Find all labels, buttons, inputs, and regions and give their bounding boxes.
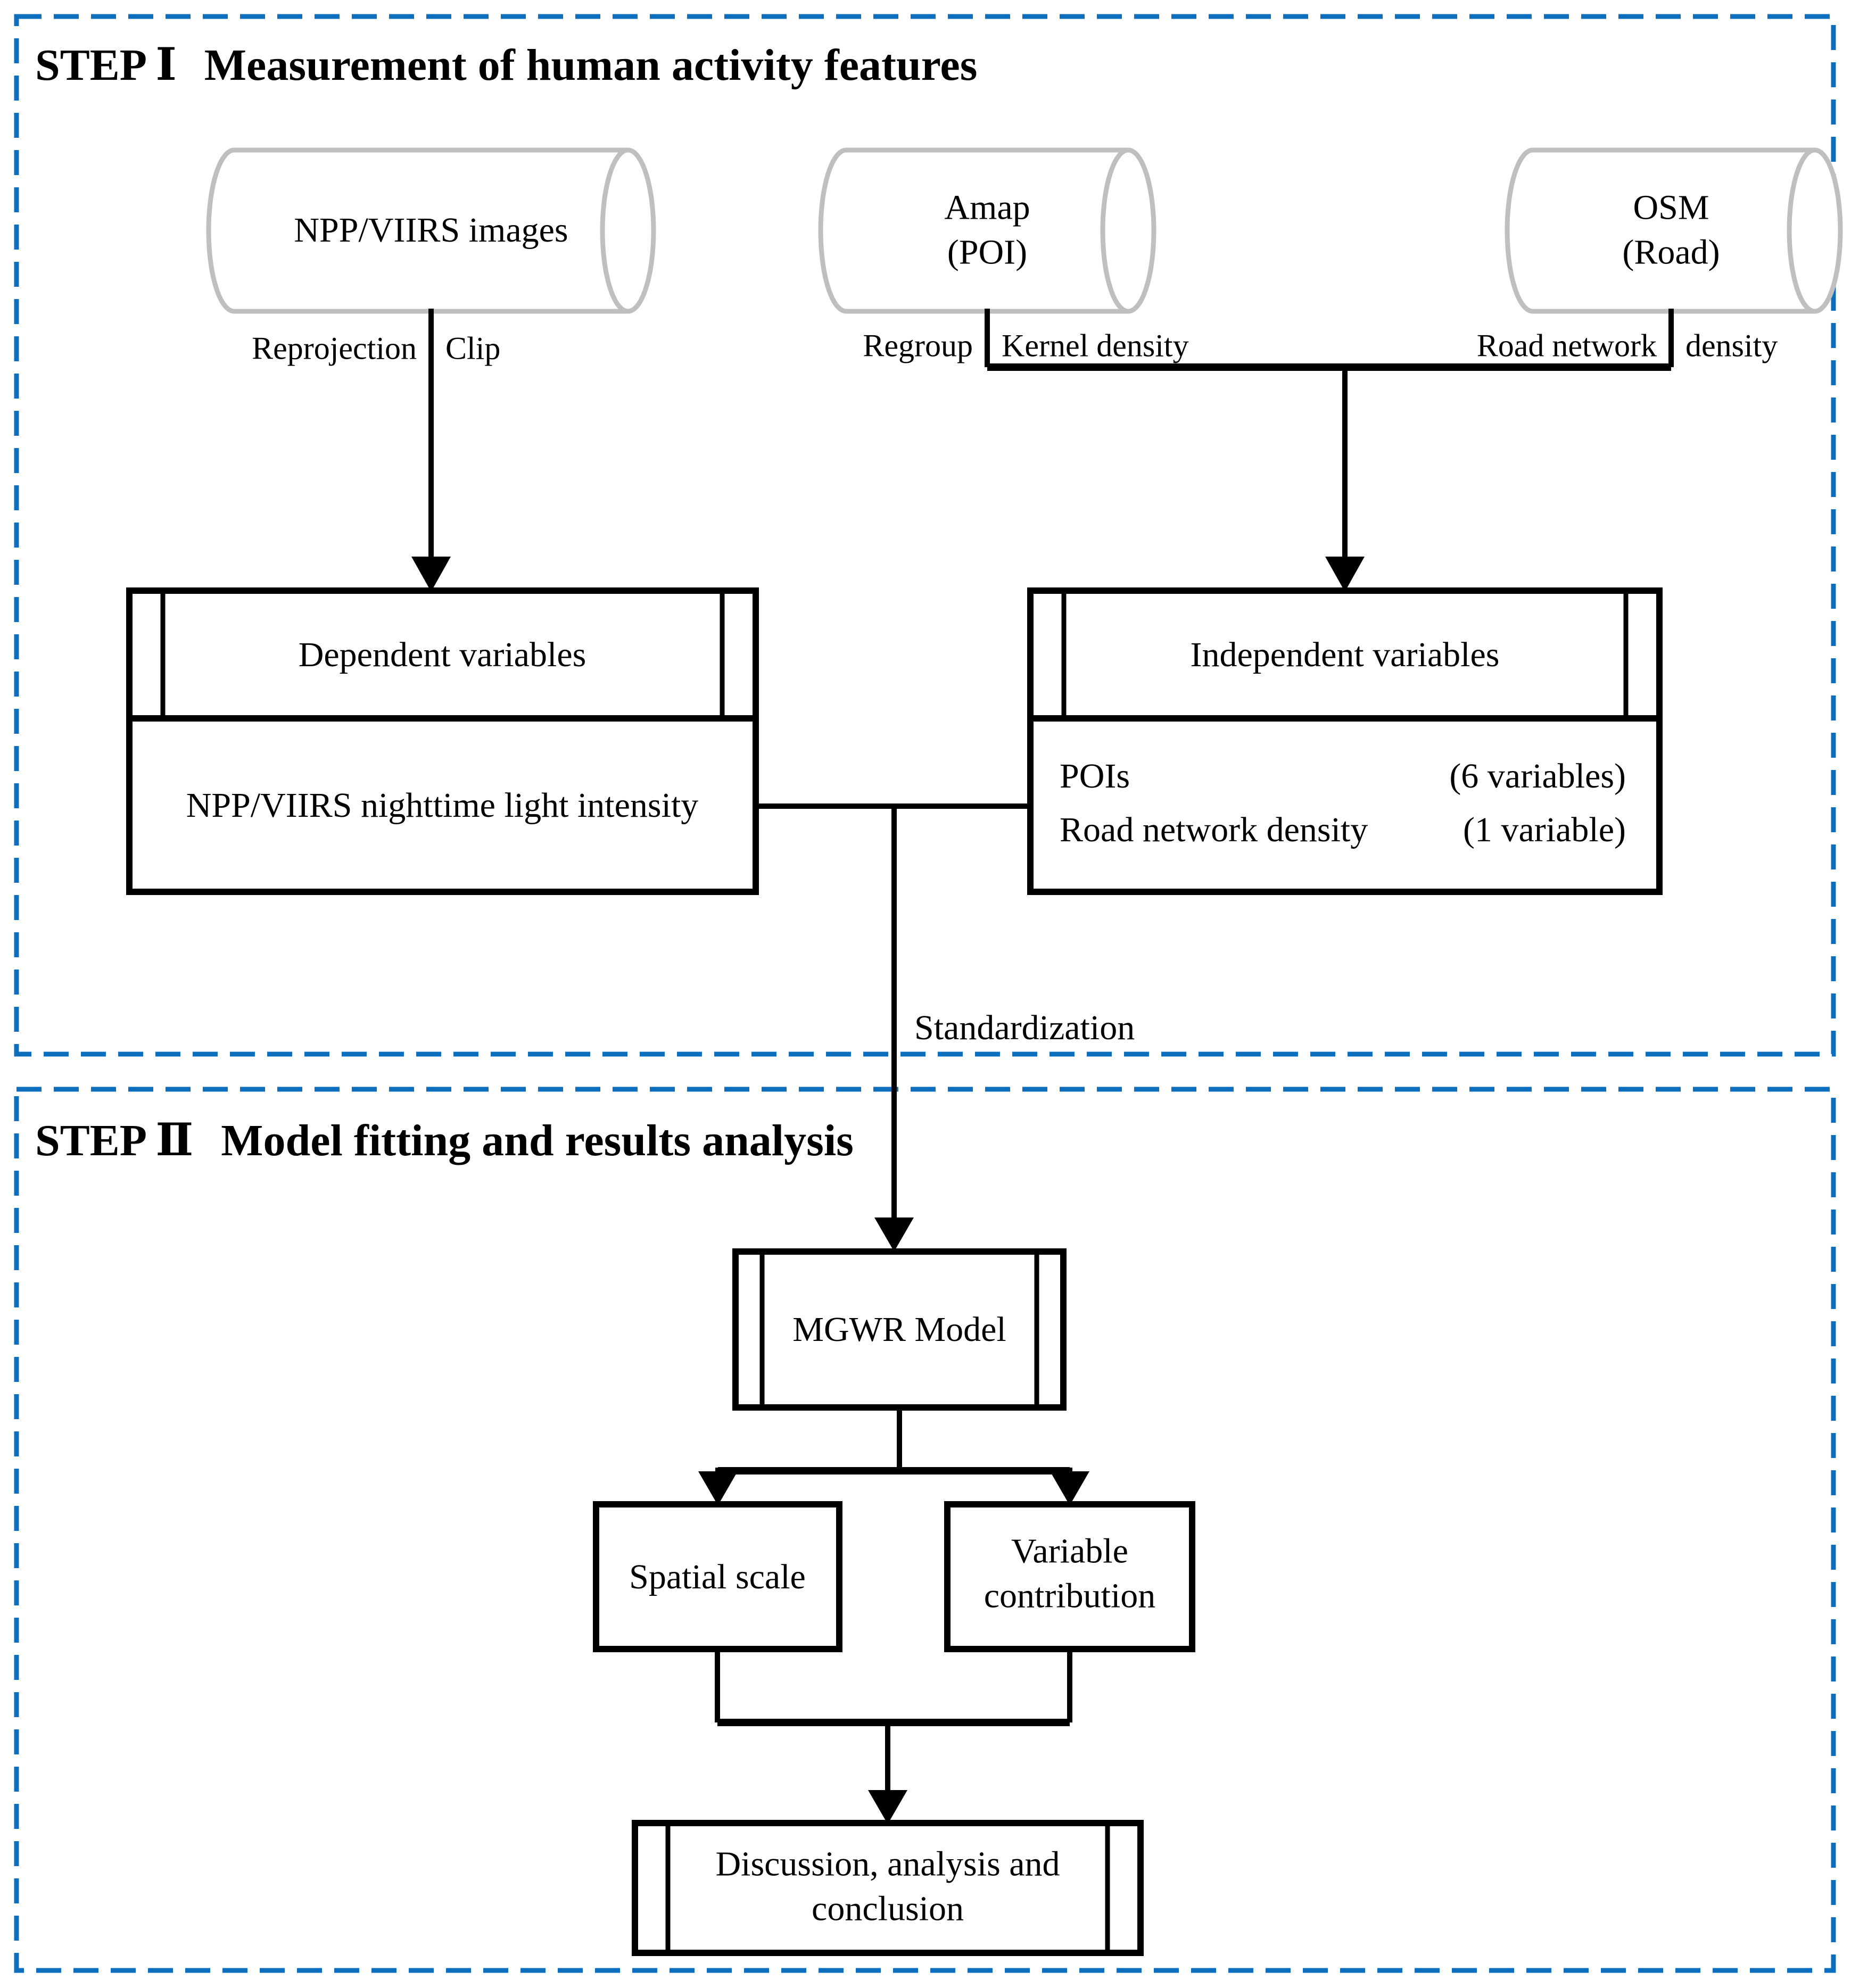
amap-label-line2: (POI) (947, 233, 1028, 272)
step1-dashed-container (14, 14, 1836, 1057)
dependent-header-box (126, 587, 759, 722)
amap-label-line1: Amap (944, 188, 1030, 227)
spatial-scale-box (593, 1501, 842, 1652)
arrowhead-to-discussion (868, 1790, 907, 1824)
step2-title: STEP Ⅱ Model fitting and results analysi… (35, 1113, 854, 1166)
variable-contribution-line1: Variable (1011, 1531, 1128, 1571)
independent-row-road-count: (1 variable) (1463, 810, 1626, 849)
discussion-label: Discussion, analysis and conclusion (715, 1842, 1060, 1932)
mgwr-label: MGWR Model (792, 1310, 1006, 1349)
arrowhead-to-dependent (411, 557, 451, 592)
dependent-header-label: Dependent variables (298, 635, 586, 674)
discussion-line1: Discussion, analysis and (715, 1844, 1060, 1884)
npp-process-label-right: Clip (445, 330, 501, 366)
independent-body-box (1027, 715, 1663, 895)
step2-dashed-container (14, 1087, 1836, 1973)
variable-contribution-box (944, 1501, 1195, 1652)
independent-row-pois-name: POIs (1060, 756, 1130, 796)
arrowhead-to-spatial (698, 1471, 738, 1505)
step2-title-number: STEP Ⅱ (35, 1116, 194, 1165)
osm-process-label-right: density (1685, 328, 1778, 363)
amap-process-label-left: Regroup (863, 328, 973, 363)
standardization-label: Standardization (914, 1008, 1135, 1047)
dependent-body-label: NPP/VIIRS nighttime light intensity (186, 786, 699, 825)
npp-process-label-left: Reprojection (252, 330, 417, 366)
step1-title-text: Measurement of human activity features (204, 40, 978, 90)
osm-cylinder-rim (1787, 147, 1815, 314)
variable-contribution-label: Variable contribution (984, 1529, 1156, 1619)
spatial-scale-label: Spatial scale (629, 1558, 806, 1596)
discussion-box (632, 1820, 1144, 1956)
inner-side-bars (160, 591, 1629, 1953)
independent-row-pois-count: (6 variables) (1449, 756, 1626, 796)
osm-label-line1: OSM (1633, 188, 1709, 227)
discussion-line2: conclusion (812, 1890, 964, 1928)
arrowhead-to-mgwr (874, 1217, 914, 1252)
arrowhead-to-independent (1325, 557, 1365, 592)
data-cylinders (206, 147, 1843, 314)
amap-cylinder-rim (1100, 147, 1129, 314)
amap-cylinder-label: Amap (POI) (944, 186, 1030, 276)
amap-process-label-right: Kernel density (1002, 328, 1189, 363)
mgwr-box (732, 1248, 1067, 1411)
independent-row-pois: POIs (6 variables) (1060, 749, 1626, 803)
osm-cylinder-label: OSM (Road) (1622, 186, 1720, 276)
osm-process-label-left: Road network (1476, 328, 1657, 363)
dependent-body-box (126, 715, 759, 895)
variable-contribution-line2: contribution (984, 1577, 1156, 1616)
npp-cylinder-label: NPP/VIIRS images (294, 211, 568, 250)
npp-cylinder-rim (600, 147, 629, 314)
independent-header-label: Independent variables (1190, 635, 1500, 674)
boxes (126, 587, 1663, 1956)
independent-row-road-name: Road network density (1060, 810, 1368, 849)
arrowhead-to-variable (1050, 1471, 1089, 1505)
osm-label-line2: (Road) (1622, 233, 1720, 272)
independent-body-rows: POIs (6 variables) Road network density … (1060, 749, 1626, 857)
independent-row-road: Road network density (1 variable) (1060, 803, 1626, 857)
step1-title-number: STEP Ⅰ (35, 40, 177, 90)
arrowheads (411, 557, 1365, 1824)
step2-title-text: Model fitting and results analysis (221, 1116, 854, 1165)
step1-title: STEP Ⅰ Measurement of human activity fea… (35, 38, 977, 91)
